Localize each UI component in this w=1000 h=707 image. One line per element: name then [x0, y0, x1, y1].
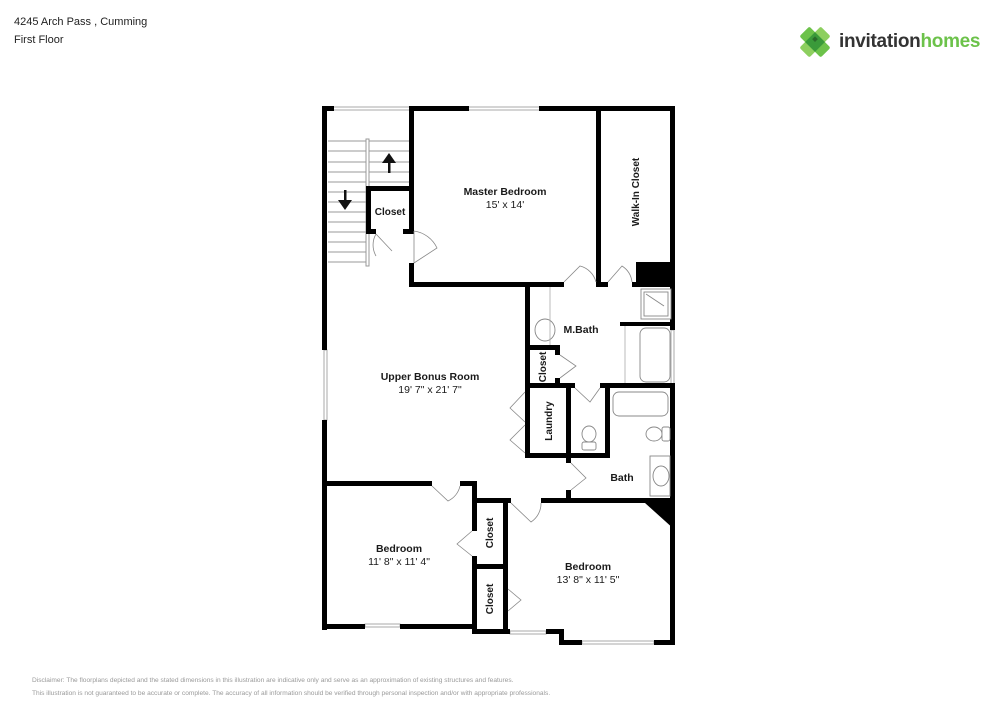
bedroom-right-dims: 13' 8" x 11' 5" — [557, 574, 620, 586]
arrow-down-icon — [338, 190, 352, 210]
brand-logo: invitationhomes — [797, 24, 981, 60]
disclaimer-line-2: This illustration is not guaranteed to b… — [32, 690, 551, 697]
floor-name: First Floor — [14, 34, 64, 46]
laundry-label: Laundry — [544, 401, 555, 441]
arrow-up-icon — [382, 153, 396, 173]
clover-diamond-logo-icon — [800, 27, 830, 57]
upper-bonus-room-dims: 19' 7" x 21' 7" — [398, 384, 462, 396]
disclaimer: Disclaimer: The floorplans depicted and … — [32, 674, 550, 700]
closet-upper-label: Closet — [485, 517, 496, 548]
bath-label: Bath — [610, 472, 633, 484]
disclaimer-line-1: Disclaimer: The floorplans depicted and … — [32, 677, 514, 684]
brand-name: invitationhomes — [839, 31, 981, 52]
m-bath-closet-label: Closet — [538, 351, 549, 382]
bedroom-right-label: Bedroom — [565, 561, 611, 573]
walls — [322, 106, 675, 645]
walk-in-closet-label: Walk-In Closet — [631, 157, 642, 226]
property-header: 4245 Arch Pass , Cumming First Floor — [14, 13, 147, 49]
stair-closet-label: Closet — [375, 207, 406, 218]
master-bedroom-label: Master Bedroom — [464, 186, 547, 198]
bedroom-left-dims: 11' 8" x 11' 4" — [368, 556, 430, 568]
upper-bonus-room-label: Upper Bonus Room — [381, 371, 480, 383]
m-bath-label: M.Bath — [564, 324, 599, 336]
bedroom-left-label: Bedroom — [376, 543, 422, 555]
property-address: 4245 Arch Pass , Cumming — [14, 16, 148, 28]
master-bedroom-dims: 15' x 14' — [486, 199, 524, 211]
closet-lower-label: Closet — [485, 583, 496, 614]
